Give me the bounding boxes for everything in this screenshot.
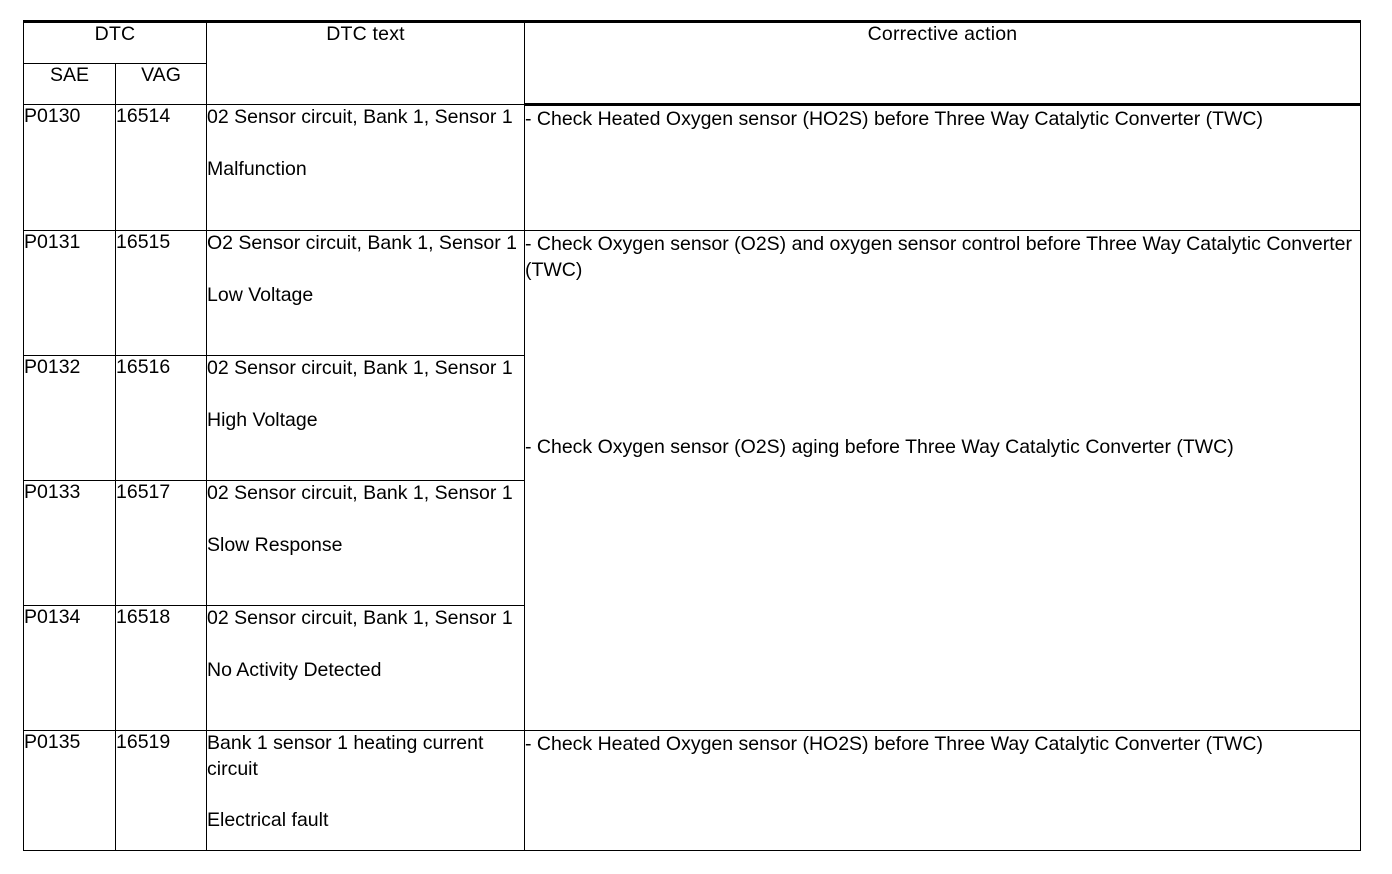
corrective-action-text: - Check Oxygen sensor (O2S) aging before…: [525, 435, 1234, 458]
cell-vag-code: 16514: [115, 104, 207, 231]
dtc-qualifier: Electrical fault: [207, 809, 329, 832]
column-header-dtc-text: DTC text: [206, 20, 525, 105]
dtc-description: 02 Sensor circuit, Bank 1, Sensor 1: [207, 106, 513, 128]
cell-corrective-action-merged: - Check Oxygen sensor (O2S) and oxygen s…: [524, 230, 1361, 731]
cell-dtc-text: 02 Sensor circuit, Bank 1, Sensor 1 No A…: [206, 605, 525, 731]
cell-sae-code: P0132: [23, 355, 116, 481]
cell-vag-code: 16516: [115, 355, 207, 481]
dtc-corrective-action-table: DTC DTC text Corrective action SAE VAG P…: [23, 20, 1361, 851]
cell-sae-code: P0134: [23, 605, 116, 731]
corrective-action-text: - Check Oxygen sensor (O2S) and oxygen s…: [525, 233, 1352, 282]
cell-dtc-text: Bank 1 sensor 1 heating current circuit …: [206, 730, 525, 851]
dtc-qualifier: No Activity Detected: [207, 658, 382, 681]
dtc-description: 02 Sensor circuit, Bank 1, Sensor 1: [207, 357, 513, 379]
dtc-description: 02 Sensor circuit, Bank 1, Sensor 1: [207, 607, 513, 629]
dtc-qualifier: Slow Response: [207, 533, 343, 556]
cell-sae-code: P0133: [23, 480, 116, 606]
column-header-dtc: DTC: [23, 20, 207, 64]
cell-sae-code: P0130: [23, 104, 116, 231]
header-row-group: DTC DTC text Corrective action: [23, 20, 1361, 106]
header-row-sub: SAE VAG: [23, 63, 1361, 105]
cell-dtc-text: O2 Sensor circuit, Bank 1, Sensor 1 Low …: [206, 230, 525, 356]
cell-vag-code: 16518: [115, 605, 207, 731]
cell-corrective-action: - Check Heated Oxygen sensor (HO2S) befo…: [524, 104, 1361, 231]
table-row: P0135 16519 Bank 1 sensor 1 heating curr…: [23, 730, 1361, 851]
column-header-sae: SAE: [23, 63, 116, 105]
table-header: DTC DTC text Corrective action SAE VAG: [23, 20, 1361, 106]
table-row: P0132 16516 02 Sensor circuit, Bank 1, S…: [23, 355, 1361, 481]
table-body: P0130 16514 02 Sensor circuit, Bank 1, S…: [23, 104, 1361, 851]
cell-sae-code: P0135: [23, 730, 116, 851]
dtc-qualifier: Low Voltage: [207, 283, 314, 306]
cell-vag-code: 16515: [115, 230, 207, 356]
cell-dtc-text: 02 Sensor circuit, Bank 1, Sensor 1 Slow…: [206, 480, 525, 606]
table-row: P0134 16518 02 Sensor circuit, Bank 1, S…: [23, 605, 1361, 731]
dtc-qualifier: Malfunction: [207, 157, 307, 180]
cell-dtc-text: 02 Sensor circuit, Bank 1, Sensor 1 High…: [206, 355, 525, 481]
cell-dtc-text: 02 Sensor circuit, Bank 1, Sensor 1 Malf…: [206, 104, 525, 231]
dtc-description: O2 Sensor circuit, Bank 1, Sensor 1: [207, 232, 517, 254]
dtc-qualifier: High Voltage: [207, 408, 318, 431]
column-header-corrective-action: Corrective action: [524, 20, 1361, 106]
table-row: P0131 16515 O2 Sensor circuit, Bank 1, S…: [23, 230, 1361, 731]
table-row: P0130 16514 02 Sensor circuit, Bank 1, S…: [23, 104, 1361, 231]
cell-sae-code: P0131: [23, 230, 116, 356]
cell-vag-code: 16519: [115, 730, 207, 851]
table-row: P0133 16517 02 Sensor circuit, Bank 1, S…: [23, 480, 1361, 606]
cell-corrective-action: - Check Heated Oxygen sensor (HO2S) befo…: [524, 730, 1361, 851]
column-header-vag: VAG: [115, 63, 207, 105]
cell-vag-code: 16517: [115, 480, 207, 606]
dtc-description: Bank 1 sensor 1 heating current circuit: [207, 732, 484, 780]
dtc-description: 02 Sensor circuit, Bank 1, Sensor 1: [207, 482, 513, 504]
